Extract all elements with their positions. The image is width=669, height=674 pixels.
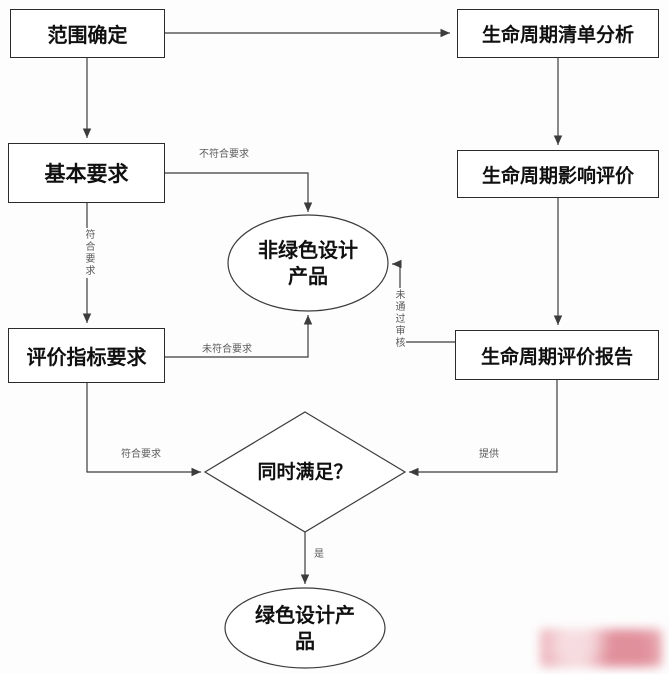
node-green-product: 绿色设计产 品: [225, 602, 385, 654]
node-evaluation-criteria: 评价指标要求: [8, 328, 165, 383]
edge-criteria-to-decision: [86, 383, 201, 477]
nongreen-product-ellipse: [227, 214, 389, 312]
edge-criteria-to-nongreen: [165, 315, 313, 358]
node-basic-requirements-label: 基本要求: [44, 161, 129, 186]
node-nongreen-product: 非绿色设计 产品: [228, 237, 388, 289]
node-decision-label: 同时满足？: [257, 461, 353, 483]
node-evaluation-criteria-label: 评价指标要求: [26, 345, 147, 369]
edge-label-criteria-to-decision: 符合要求: [121, 449, 161, 460]
edge-basic-to-nongreen: [165, 172, 313, 212]
node-lci: 生命周期清单分析: [457, 9, 659, 58]
node-nongreen-product-line1: 非绿色设计: [258, 238, 358, 262]
node-basic-requirements: 基本要求: [8, 143, 165, 203]
node-lci-label: 生命周期清单分析: [481, 24, 634, 46]
node-nongreen-product-line2: 产品: [288, 264, 328, 288]
node-decision: 同时满足？: [225, 460, 385, 485]
edge-label-decision-to-green: 是: [314, 549, 324, 560]
node-scope-label: 范围确定: [47, 23, 128, 47]
edge-label-basic-to-criteria: 符合要求: [81, 228, 96, 278]
edge-label-criteria-to-nongreen: 未符合要求: [202, 344, 252, 355]
edge-label-report-to-decision: 提供: [479, 449, 499, 460]
watermark: [540, 629, 662, 667]
node-lcia-label: 生命周期影响评价: [481, 164, 634, 187]
edge-label-report-to-nongreen: 未通过审核: [391, 288, 406, 350]
edge-label-basic-to-nongreen: 不符合要求: [199, 149, 249, 160]
node-lca-report-label: 生命周期评价报告: [480, 345, 633, 368]
node-green-product-line2: 品: [295, 629, 315, 653]
node-green-product-line1: 绿色设计产: [255, 603, 355, 627]
edge-report-to-decision: [409, 380, 558, 477]
node-lcia: 生命周期影响评价: [457, 150, 659, 198]
green-product-ellipse: [224, 587, 386, 669]
node-lca-report: 生命周期评价报告: [455, 330, 659, 380]
node-scope: 范围确定: [10, 9, 165, 58]
